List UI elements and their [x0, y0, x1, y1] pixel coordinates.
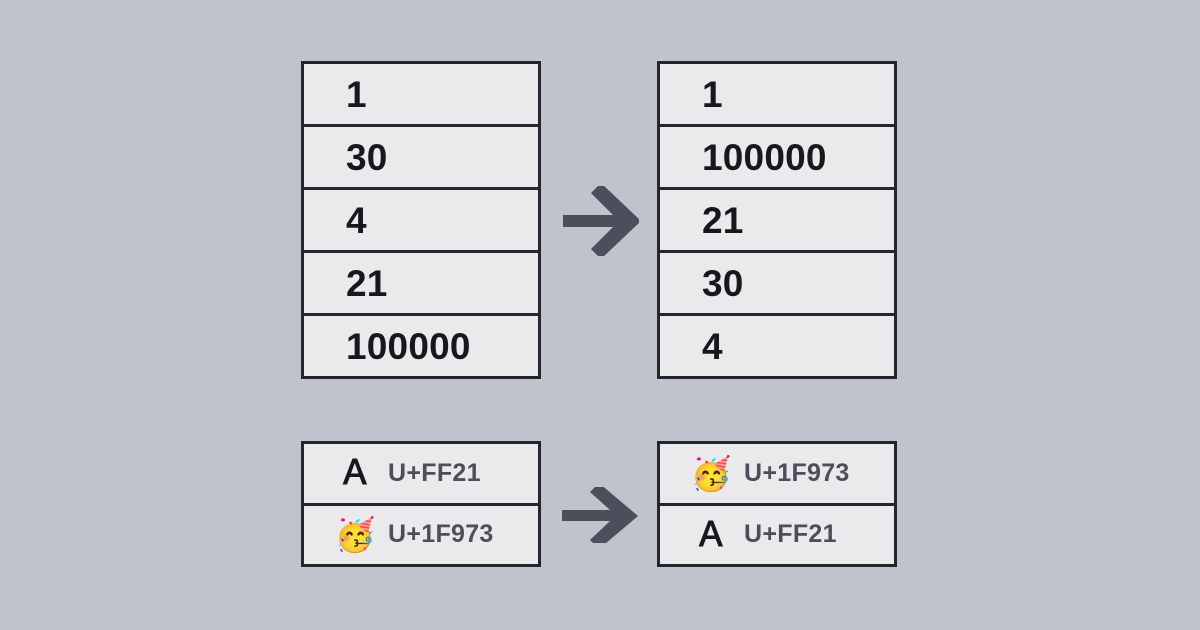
cell-value: 21	[702, 199, 744, 241]
table-row: 🥳 U+1F973	[660, 444, 894, 506]
partying-face-emoji-icon: 🥳	[690, 453, 732, 493]
table-row: 1	[304, 64, 538, 127]
unsorted-number-list: 1 30 4 21 100000	[301, 61, 541, 379]
partying-face-emoji-icon: 🥳	[334, 515, 376, 555]
table-row: 21	[660, 190, 894, 253]
table-row: 100000	[304, 316, 538, 376]
table-row: 21	[304, 253, 538, 316]
codepoint-label: U+FF21	[388, 458, 481, 487]
cell-value: 4	[702, 325, 723, 367]
table-row: Ａ U+FF21	[660, 505, 894, 564]
table-row: 30	[660, 253, 894, 316]
table-row: 🥳 U+1F973	[304, 505, 538, 564]
codepoint-label: U+FF21	[744, 520, 837, 549]
arrow-right-icon	[561, 186, 639, 256]
cell-value: 4	[346, 199, 367, 241]
cell-value: 1	[702, 73, 723, 115]
unsorted-codepoint-list: Ａ U+FF21 🥳 U+1F973	[301, 441, 541, 567]
table-row: 30	[304, 127, 538, 190]
arrow-right-icon	[560, 487, 640, 543]
cell-value: 30	[346, 136, 388, 178]
cell-value: 1	[346, 73, 367, 115]
table-row: 100000	[660, 127, 894, 190]
fullwidth-latin-capital-a-glyph: Ａ	[338, 453, 372, 494]
sorted-number-list: 1 100000 21 30 4	[657, 61, 897, 379]
sorted-codepoint-list: 🥳 U+1F973 Ａ U+FF21	[657, 441, 897, 567]
table-row: 1	[660, 64, 894, 127]
table-row: Ａ U+FF21	[304, 444, 538, 506]
table-row: 4	[660, 316, 894, 376]
fullwidth-latin-capital-a-glyph: Ａ	[694, 514, 728, 555]
table-row: 4	[304, 190, 538, 253]
codepoint-label: U+1F973	[744, 458, 850, 487]
cell-value: 21	[346, 262, 388, 304]
cell-value: 100000	[346, 325, 471, 367]
codepoint-label: U+1F973	[388, 520, 494, 549]
cell-value: 30	[702, 262, 744, 304]
cell-value: 100000	[702, 136, 827, 178]
